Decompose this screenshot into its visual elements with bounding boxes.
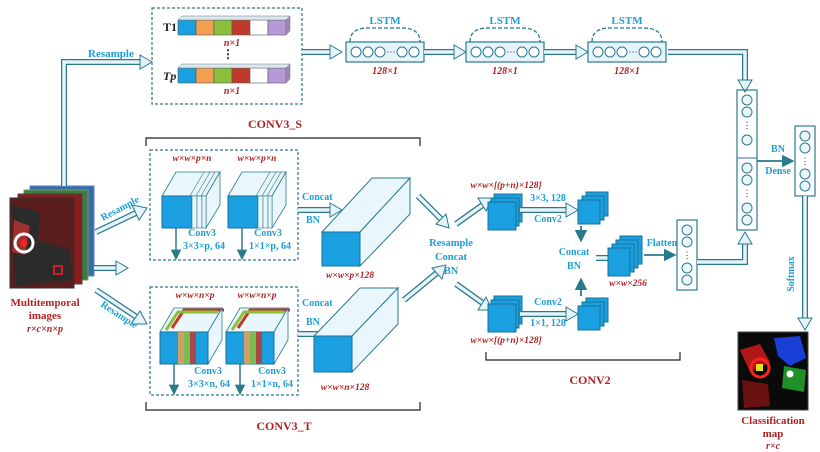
row-first-dim: n×1	[224, 38, 240, 49]
conv3-s-title: CONV3_S	[248, 117, 302, 131]
conv3-s-concat: Concat	[302, 192, 333, 203]
conv3-t-kernel-block-1	[159, 306, 224, 366]
svg-text:⋮: ⋮	[801, 156, 810, 166]
conv3-s-output-cube	[320, 176, 412, 268]
conv2-top-output-block	[577, 191, 609, 225]
combined-feature-vector: ⋮ ⋮	[736, 89, 758, 231]
conv3-s-input1-dim: w×w×p×n	[173, 154, 212, 164]
lstm-label: LSTM	[489, 15, 521, 27]
conv2-bottom-spec: 1×1, 128	[530, 318, 566, 329]
row-last-label: Tp	[163, 69, 176, 83]
svg-text:⋮: ⋮	[683, 250, 692, 260]
lstm-dim: 128×1	[372, 66, 398, 77]
conv3-t-title: CONV3_T	[256, 419, 311, 433]
merge-line1: Resample	[429, 238, 473, 249]
conv2-output-dim: w×w×256	[609, 279, 647, 289]
conv3-t-output-dim: w×w×n×128	[321, 383, 370, 393]
conv2-bn: BN	[567, 261, 582, 272]
lstm-cell-3: ··· LSTM 128×1	[587, 15, 667, 77]
lstm-cell-1: ··· LSTM 128×1	[345, 15, 425, 77]
conv3-t-layer1-spec: 3×3×n, 64	[188, 379, 230, 390]
input-dims: r×c×n×p	[27, 324, 63, 335]
conv3-t-kernel-block-2	[225, 306, 290, 366]
conv3-s-output-dim: w×w×p×128	[326, 271, 374, 281]
conv3-s-kernel-block-2	[227, 170, 287, 230]
svg-text:···: ···	[629, 47, 638, 57]
conv3-t-layer2-name: Conv3	[258, 366, 286, 377]
softmax-label: Softmax	[786, 256, 797, 292]
conv3-t-input2-dim: w×w×n×p	[238, 291, 277, 301]
conv3-s-bn: BN	[306, 215, 321, 226]
conv3-t-layer1-name: Conv3	[194, 366, 222, 377]
conv2-top-input-block	[487, 193, 523, 231]
conv2-bottom-dim: w×w×[(p+n)×128]	[470, 335, 541, 346]
output-dims: r×c	[766, 441, 781, 452]
conv3-s-layer2-spec: 1×1×p, 64	[249, 241, 291, 252]
resample-top-label: Resample	[88, 48, 134, 60]
conv2-top-name: Conv2	[534, 214, 562, 225]
conv3-s-layer1-spec: 3×3×p, 64	[183, 241, 225, 252]
conv3-t-input1-dim: w×w×n×p	[176, 291, 215, 301]
conv2-bottom-input-block	[487, 295, 523, 333]
lstm-dim: 128×1	[492, 66, 518, 77]
conv3-s-layer1-name: Conv3	[188, 228, 216, 239]
conv3-t-layer2-spec: 1×1×n, 64	[251, 379, 293, 390]
flatten-label: Flatten	[647, 238, 678, 249]
svg-text:···: ···	[387, 47, 396, 57]
conv3-s-kernel-block-1	[161, 170, 221, 230]
time-series-box	[151, 7, 303, 105]
head-bn: BN	[771, 144, 786, 155]
svg-text:⋮: ⋮	[743, 120, 752, 130]
conv3-t-output-cube	[312, 286, 400, 374]
head-dense: Dense	[765, 166, 791, 177]
merge-line2: Concat	[435, 252, 468, 263]
output-label-line1: Classification	[741, 415, 805, 427]
row-first-label: T1	[163, 20, 177, 34]
input-label-line1: Multitemporal	[10, 297, 79, 309]
flatten-vector: ⋮	[676, 219, 698, 291]
svg-text:⋮: ⋮	[743, 188, 752, 198]
output-label-line2: map	[763, 428, 784, 440]
satellite-image-stack-icon	[9, 185, 95, 289]
conv2-output-block	[607, 235, 643, 277]
conv3-t-concat: Concat	[302, 298, 333, 309]
conv2-top-dim: w×w×[(p+n)×128]	[470, 180, 541, 191]
band-sequence-first	[177, 15, 291, 36]
conv3-s-input2-dim: w×w×p×n	[238, 154, 277, 164]
input-label-line2: images	[29, 310, 62, 322]
lstm-dim: 128×1	[614, 66, 640, 77]
conv2-concat: Concat	[559, 247, 590, 258]
conv3-s-layer2-name: Conv3	[254, 228, 282, 239]
svg-text:···: ···	[507, 47, 516, 57]
conv3-t-box	[149, 286, 299, 396]
conv3-t-bn: BN	[306, 317, 321, 328]
row-ellipsis: ⋮	[222, 47, 234, 61]
conv3-s-box	[149, 149, 299, 261]
conv2-bottom-output-block	[577, 297, 609, 331]
dense-output-vector: ⋮	[794, 125, 816, 197]
conv2-title: CONV2	[569, 373, 610, 387]
band-sequence-last	[177, 63, 291, 84]
lstm-label: LSTM	[611, 15, 643, 27]
row-last-dim: n×1	[224, 86, 240, 97]
merge-line3: BN	[444, 266, 459, 277]
lstm-label: LSTM	[369, 15, 401, 27]
classification-map-icon	[737, 331, 809, 411]
conv2-top-spec: 3×3, 128	[530, 193, 566, 204]
lstm-cell-2: ··· LSTM 128×1	[465, 15, 545, 77]
conv2-bottom-name: Conv2	[534, 297, 562, 308]
